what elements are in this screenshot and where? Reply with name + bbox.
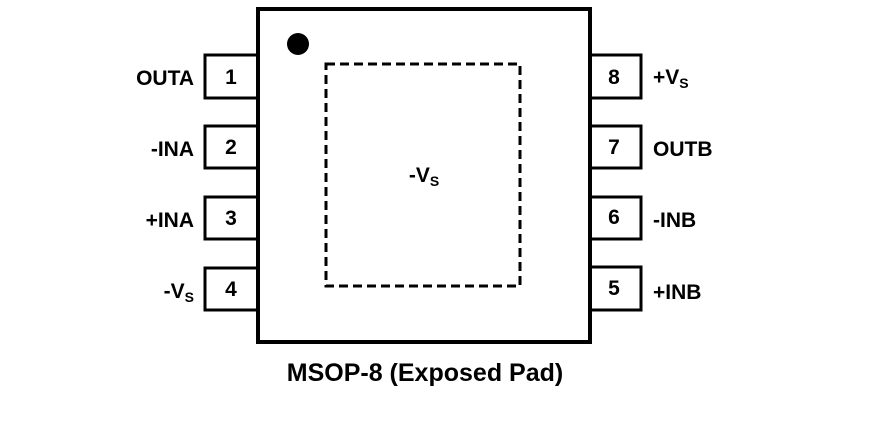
pin-5-name: +INB — [653, 281, 701, 304]
pin-1-name: OUTA — [136, 67, 194, 90]
pin-2-number: 2 — [225, 136, 237, 159]
pin-7-number: 7 — [608, 136, 620, 159]
package-caption: MSOP-8 (Exposed Pad) — [287, 359, 563, 387]
pin-5: 5 +INB — [587, 265, 701, 312]
pin-8-box — [587, 53, 643, 100]
pin-1: 1 OUTA — [136, 53, 260, 100]
pin-3-number: 3 — [225, 207, 237, 230]
pin-3-name: +INA — [146, 209, 194, 232]
pin-7: 7 OUTB — [587, 124, 713, 170]
pin-4-name: -VS — [164, 280, 194, 305]
pin-7-name: OUTB — [653, 138, 713, 161]
pin-6-number: 6 — [608, 206, 620, 229]
pin-8-name: +VS — [653, 66, 689, 91]
pin-6: 6 -INB — [587, 195, 696, 241]
pin-2-name: -INA — [151, 138, 194, 161]
exposed-pad — [324, 62, 522, 288]
pin1-marker-dot — [287, 33, 309, 55]
pin-4-number: 4 — [225, 278, 237, 301]
pin-1-number: 1 — [225, 66, 237, 89]
pin-2-box — [203, 124, 260, 170]
exposed-pad-label: -VS — [409, 164, 439, 189]
left-pins: 1 OUTA 2 -INA 3 +INA 4 -VS — [136, 53, 260, 312]
pin-6-box — [587, 195, 643, 241]
pin-4: 4 -VS — [164, 266, 260, 312]
pin-2: 2 -INA — [151, 124, 260, 170]
pin-6-name: -INB — [653, 209, 696, 232]
right-pins: 8 +VS 7 OUTB 6 -INB 5 +INB — [587, 53, 713, 312]
pin-8-number: 8 — [608, 66, 620, 89]
pin-3: 3 +INA — [146, 195, 260, 241]
pin-3-box — [203, 195, 260, 241]
pin-1-box — [203, 53, 260, 100]
pin-5-number: 5 — [608, 277, 620, 300]
pin-8: 8 +VS — [587, 53, 689, 100]
